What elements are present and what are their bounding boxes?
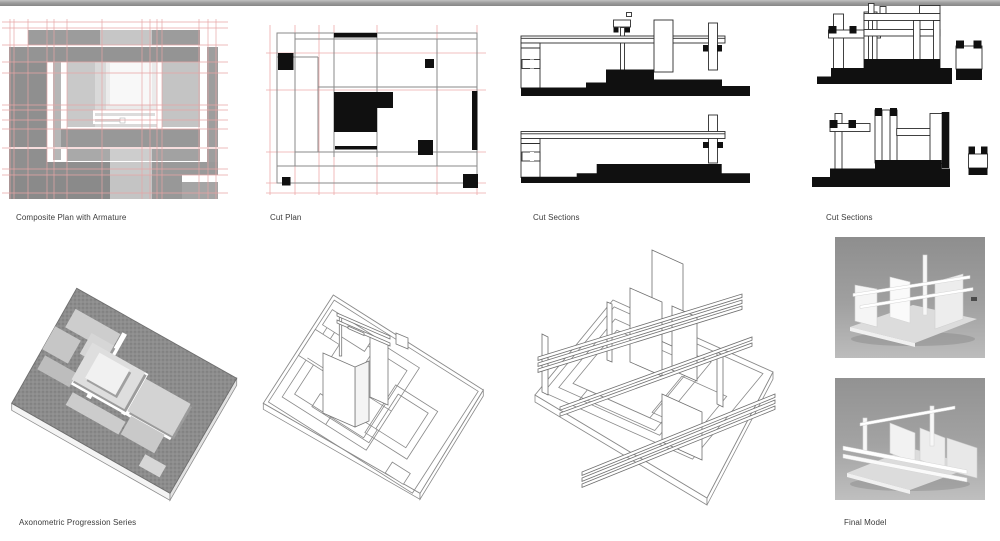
caption-cut-sections-1: Cut Sections	[533, 213, 580, 222]
cut-plan-drawing	[266, 25, 486, 195]
composite-plan-drawing	[2, 19, 228, 199]
axon-line-drawing-2	[512, 242, 804, 541]
axon-line-drawing-1	[260, 288, 494, 503]
cut-sections-figure-1	[518, 12, 758, 187]
top-border-bar	[0, 0, 1000, 6]
model-photo-2	[835, 378, 985, 500]
model-photo-1	[835, 237, 985, 358]
axon-shaded-drawing	[11, 287, 238, 502]
cut-sections-drawing-2	[812, 3, 988, 187]
cut-plan-figure	[266, 25, 486, 195]
cut-sections-figure-2	[812, 2, 1000, 200]
caption-final-model: Final Model	[844, 518, 887, 527]
caption-cut-sections-2: Cut Sections	[826, 213, 873, 222]
axon-line-figure-1	[260, 288, 494, 503]
axon-line-figure-2	[512, 242, 804, 541]
caption-axon-series: Axonometric Progression Series	[19, 518, 137, 527]
composite-plan-figure	[2, 17, 233, 201]
caption-composite-plan: Composite Plan with Armature	[16, 213, 127, 222]
caption-cut-plan: Cut Plan	[270, 213, 302, 222]
axon-shaded-figure	[10, 283, 240, 505]
cut-sections-drawing-1	[520, 12, 750, 183]
